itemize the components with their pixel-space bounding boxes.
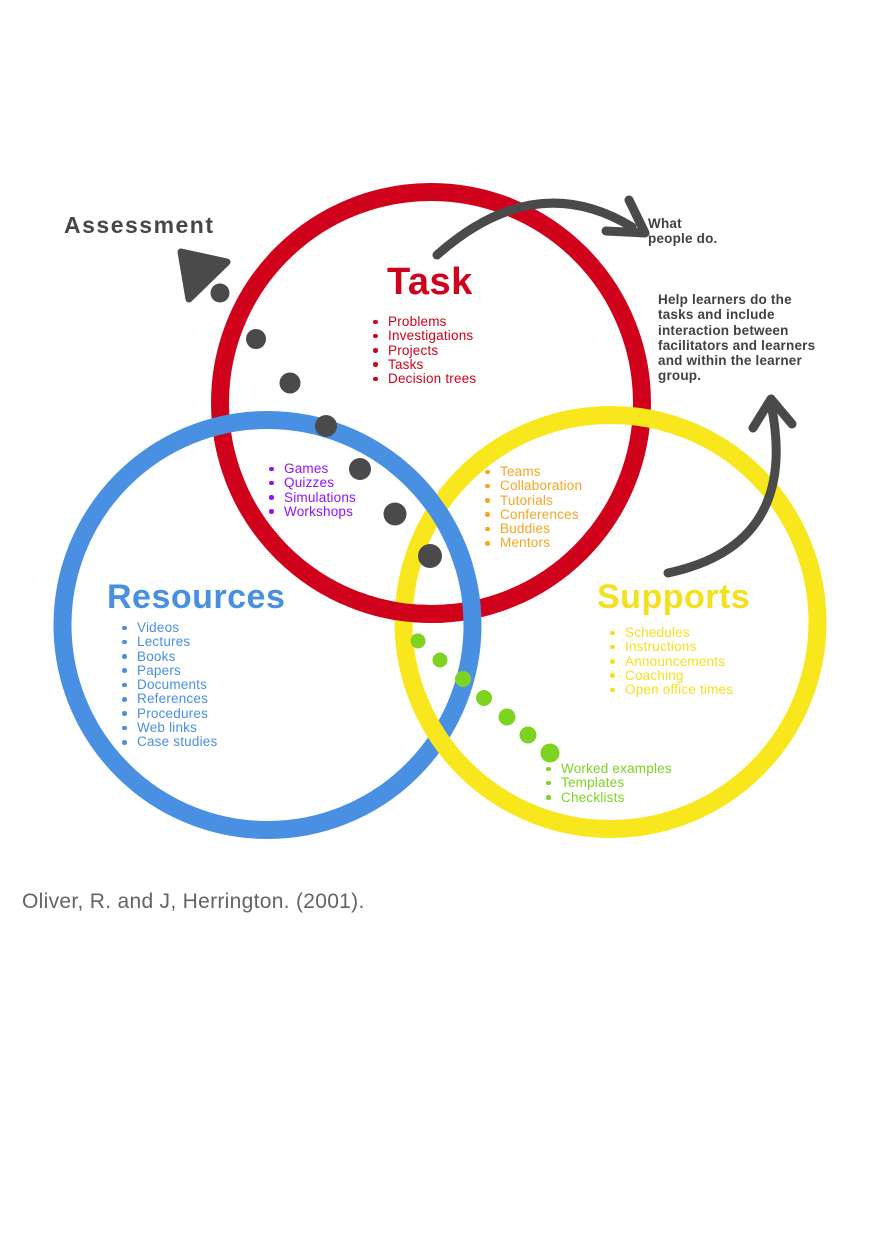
list-item: Conferences <box>483 507 582 522</box>
task-resources-intersection-list: Games Quizzes Simulations Workshops <box>267 461 356 519</box>
list-item: Open office times <box>608 682 733 697</box>
task-list: Problems Investigations Projects Tasks D… <box>371 314 476 386</box>
list-item: Videos <box>120 620 217 635</box>
resources-title: Resources <box>107 578 286 616</box>
list-item: Buddies <box>483 521 582 536</box>
resources-circle-overlap-patch <box>388 456 473 568</box>
resources-circle <box>53 411 482 839</box>
list-item: Workshops <box>267 504 356 519</box>
citation: Oliver, R. and J, Herrington. (2001). <box>22 890 365 913</box>
list-item: Web links <box>120 720 217 735</box>
resources-list: Videos Lectures Books Papers Documents R… <box>120 620 217 750</box>
arrowhead-icon <box>748 394 797 433</box>
list-item: Collaboration <box>483 478 582 493</box>
list-item: Games <box>267 461 356 476</box>
list-item: Simulations <box>267 490 356 505</box>
task-title: Task <box>387 261 473 303</box>
list-item: Problems <box>371 314 476 329</box>
list-item: Lectures <box>120 634 217 649</box>
list-item: Coaching <box>608 668 733 683</box>
list-item: Documents <box>120 677 217 692</box>
list-item: Checklists <box>544 790 672 805</box>
resources-supports-intersection-list: Worked examples Templates Checklists <box>544 761 672 805</box>
list-item: Procedures <box>120 706 217 721</box>
list-item: Papers <box>120 663 217 678</box>
arrowhead-icon <box>601 195 650 238</box>
supports-circle <box>394 406 827 838</box>
list-item: Teams <box>483 464 582 479</box>
assessment-label: Assessment <box>64 212 215 238</box>
list-item: Projects <box>371 343 476 358</box>
list-item: References <box>120 692 217 706</box>
list-item: Worked examples <box>544 761 672 776</box>
list-item: Books <box>120 649 217 664</box>
help-learners-note: Help learners do the tasks and include i… <box>658 292 816 384</box>
assessment-dotted-trail <box>210 283 442 568</box>
task-supports-intersection-list: Teams Collaboration Tutorials Conference… <box>483 464 582 551</box>
list-item: Case studies <box>120 735 217 749</box>
list-item: Decision trees <box>371 371 476 386</box>
list-item: Templates <box>544 775 672 790</box>
what-people-do-arrow <box>432 195 650 260</box>
list-item: Investigations <box>371 328 476 343</box>
supports-title: Supports <box>597 578 751 616</box>
list-item: Mentors <box>483 536 582 550</box>
list-item: Schedules <box>608 625 733 640</box>
task-circle-overlap-patch <box>352 591 455 623</box>
assessment-pointer-icon <box>177 248 231 303</box>
green-dotted-trail <box>410 633 560 763</box>
list-item: Instructions <box>608 639 733 654</box>
list-item: Tasks <box>371 357 476 372</box>
list-item: Quizzes <box>267 475 356 490</box>
what-people-do-note: What people do. <box>648 216 718 247</box>
supports-list: Schedules Instructions Announcements Coa… <box>608 625 733 697</box>
list-item: Announcements <box>608 654 733 669</box>
supports-annotation-arrow <box>663 394 797 578</box>
list-item: Tutorials <box>483 493 582 508</box>
